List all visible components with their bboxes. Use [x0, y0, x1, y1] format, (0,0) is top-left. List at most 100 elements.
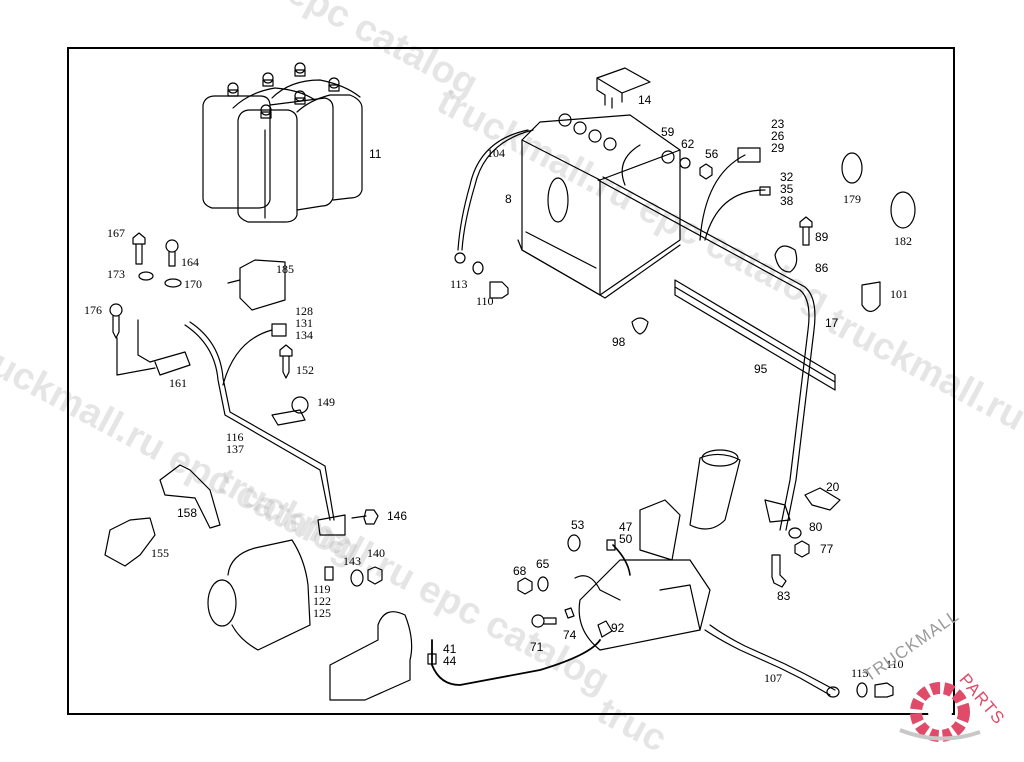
callout-158[interactable]: 158	[177, 507, 197, 519]
terminal-cover-drawing	[596, 67, 651, 109]
callout-label: 122	[313, 594, 331, 608]
callout-110-starter[interactable]: 110	[886, 658, 904, 670]
housing-drawing	[329, 611, 413, 701]
callout-label: 176	[84, 303, 102, 317]
callout-14[interactable]: 14	[638, 94, 651, 106]
callout-140[interactable]: 140	[367, 547, 385, 559]
truckmall-parts-logo: TRUCKMALL PARTS	[860, 606, 1024, 750]
callout-label: 116	[226, 430, 244, 444]
callout-label: 38	[780, 194, 794, 208]
callout-label: 92	[611, 621, 625, 635]
callout-182[interactable]: 182	[894, 235, 912, 247]
callout-68[interactable]: 68	[513, 565, 526, 577]
callout-176[interactable]: 176	[84, 304, 102, 316]
ground-cable-drawing	[457, 129, 529, 251]
callout-83[interactable]: 83	[777, 590, 790, 602]
callout-11[interactable]: 11	[369, 148, 381, 160]
callout-98[interactable]: 98	[612, 336, 625, 348]
callout-110-battery[interactable]: 110	[476, 295, 494, 307]
callout-20[interactable]: 20	[826, 481, 839, 493]
callout-65[interactable]: 65	[536, 558, 549, 570]
callout-56[interactable]: 56	[705, 148, 718, 160]
callout-label: 44	[443, 654, 457, 668]
connector-41-drawing	[427, 653, 437, 665]
canisters-drawing	[202, 62, 363, 223]
callout-label: 41	[443, 642, 457, 656]
callout-95[interactable]: 95	[754, 363, 767, 375]
callout-80[interactable]: 80	[809, 521, 822, 533]
clip-101-drawing	[861, 281, 881, 313]
callout-113-battery[interactable]: 113	[450, 278, 468, 290]
callout-155[interactable]: 155	[151, 547, 169, 559]
callout-label: 113	[450, 277, 468, 291]
callout-77[interactable]: 77	[820, 543, 833, 555]
callout-185[interactable]: 185	[276, 263, 294, 275]
callout-label: 119	[313, 582, 331, 596]
callout-label: 164	[181, 255, 199, 269]
callout-label: 128	[295, 304, 313, 318]
connector-128-drawing	[271, 323, 287, 337]
callout-label: 86	[815, 261, 829, 275]
callout-113-starter[interactable]: 113	[851, 667, 869, 679]
callout-label: 101	[890, 287, 908, 301]
callout-146[interactable]: 146	[387, 510, 407, 522]
grommet-179-drawing	[841, 152, 863, 184]
callout-143[interactable]: 143	[343, 555, 361, 567]
wire-41-drawing	[431, 639, 601, 686]
callout-86[interactable]: 86	[815, 262, 828, 274]
callout-label: 173	[107, 267, 125, 281]
callout-170[interactable]: 170	[184, 278, 202, 290]
callout-101[interactable]: 101	[890, 288, 908, 300]
lockwasher-170-drawing	[164, 278, 182, 288]
callout-59[interactable]: 59	[661, 126, 674, 138]
callout-161[interactable]: 161	[169, 377, 187, 389]
callout-89[interactable]: 89	[815, 231, 828, 243]
callout-17[interactable]: 17	[825, 317, 838, 329]
ground-cable-drawing-2	[461, 129, 534, 251]
callout-label: 29	[771, 141, 785, 155]
callout-label: 11	[369, 147, 382, 161]
callout-74[interactable]: 74	[563, 629, 576, 641]
callout-179[interactable]: 179	[843, 193, 861, 205]
cable-lug	[454, 252, 466, 264]
bracket-158-drawing	[159, 464, 221, 529]
callout-label: 83	[777, 589, 791, 603]
callout-label: 113	[851, 666, 869, 680]
callout-107[interactable]: 107	[764, 672, 782, 684]
callout-53[interactable]: 53	[571, 519, 584, 531]
callout-71[interactable]: 71	[530, 641, 543, 653]
callout-label: 137	[226, 442, 244, 456]
callout-label: 95	[754, 362, 768, 376]
callout-164[interactable]: 164	[181, 256, 199, 268]
alternator-drawing	[207, 539, 311, 651]
callout-label: 167	[107, 226, 125, 240]
callout-149[interactable]: 149	[317, 396, 335, 408]
connector-23-drawing	[737, 147, 761, 163]
callout-label: 110	[886, 657, 904, 671]
callout-104[interactable]: 104	[487, 147, 505, 159]
callout-8[interactable]: 8	[505, 193, 512, 205]
callout-92[interactable]: 92	[611, 622, 624, 634]
washer-113b-drawing	[856, 682, 868, 698]
callout-label: 26	[771, 129, 785, 143]
callout-167[interactable]: 167	[107, 227, 125, 239]
battery-drawing	[517, 113, 681, 299]
callout-label: 35	[780, 182, 794, 196]
starter-drawing	[578, 449, 741, 651]
callout-173[interactable]: 173	[107, 268, 125, 280]
callout-152[interactable]: 152	[296, 364, 314, 376]
cable-channel-drawing	[674, 279, 836, 391]
wire-loop-drawing	[574, 575, 621, 601]
screw-71-drawing	[531, 614, 545, 628]
nut-77-drawing	[794, 540, 810, 558]
screw-164-drawing	[165, 239, 179, 253]
callout-62[interactable]: 62	[681, 138, 694, 150]
screw-146-drawing	[351, 509, 379, 525]
